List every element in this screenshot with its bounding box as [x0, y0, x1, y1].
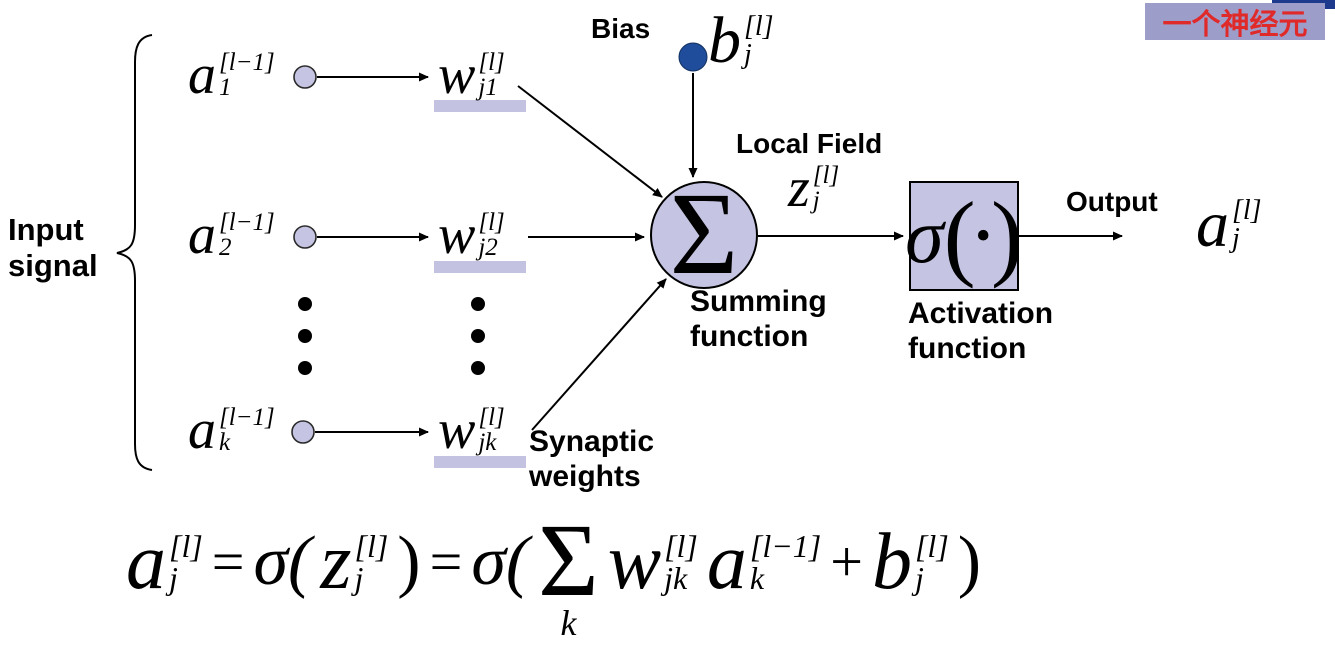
output-label: Output [1066, 186, 1158, 217]
input-term-2: a [l−1]2 [188, 204, 275, 266]
synaptic-weights-label: Synaptic weights [529, 425, 655, 494]
weight-term-k: w [l]jk [438, 399, 505, 461]
weight-highlight-2 [434, 261, 526, 273]
formula-z-term: z [l]j [320, 518, 389, 607]
sum-symbol: Σ [669, 168, 739, 299]
bias-label: Bias [591, 13, 651, 44]
input-brace-icon [116, 34, 153, 471]
ellipsis-dot [298, 361, 312, 375]
input-node-2 [293, 225, 317, 249]
summing-function-label: Summing function [690, 285, 827, 354]
input-node-1 [293, 65, 317, 89]
formula-lhs: a [l]j [126, 518, 203, 607]
neuron-formula: a [l]j = σ( z [l]j ) = σ( Σ k w [l]jk a … [126, 483, 981, 641]
weight-line-1 [517, 85, 663, 198]
weight-term-2: w [l]j2 [438, 204, 505, 266]
weight-highlight-1 [434, 100, 526, 112]
activation-box [909, 181, 1019, 291]
slide-marker: 一个神经元 [1145, 3, 1325, 41]
sigma-open: σ( [471, 523, 530, 601]
plus-sign: + [830, 529, 863, 595]
sigma-open: σ( [253, 523, 312, 601]
bias-term: b [l]j [708, 4, 774, 77]
weight-highlight-3 [434, 456, 526, 468]
weight-term-1: w [l]j1 [438, 44, 505, 106]
output-term: a [l]j [1196, 188, 1262, 261]
bias-node [678, 42, 708, 72]
activation-function-label: Activation function [908, 297, 1054, 366]
equals-sign: = [429, 529, 463, 595]
ellipsis-dot [298, 297, 312, 311]
ellipsis-dot [471, 361, 485, 375]
summing-node [650, 181, 758, 289]
input-signal-label: Input signal [8, 212, 98, 284]
sigma-icon: σ [905, 192, 944, 279]
ellipsis-dot [298, 329, 312, 343]
formula-w-term: w [l]jk [607, 518, 698, 607]
equals-sign: = [211, 529, 245, 595]
formula-a-term: a [l−1]k [706, 518, 822, 607]
ellipsis-dot [471, 297, 485, 311]
local-field-label: Local Field [736, 128, 883, 159]
ellipsis-dot [471, 329, 485, 343]
weight-line-3 [531, 278, 667, 431]
input-node-3 [291, 420, 315, 444]
formula-b-term: b [l]j [871, 518, 949, 607]
close-paren: ) [957, 523, 982, 601]
input-term-1: a [l−1]1 [188, 44, 275, 106]
input-term-k: a [l−1]k [188, 399, 275, 461]
activation-symbol: σ ( • ) [905, 182, 1023, 289]
close-paren: ) [397, 523, 421, 601]
slide-marker-title: 一个神经元 [1162, 8, 1308, 41]
summation-symbol: Σ k [538, 503, 599, 644]
bullet-icon: • [975, 211, 991, 260]
local-field-term: z [l]j [788, 157, 840, 219]
